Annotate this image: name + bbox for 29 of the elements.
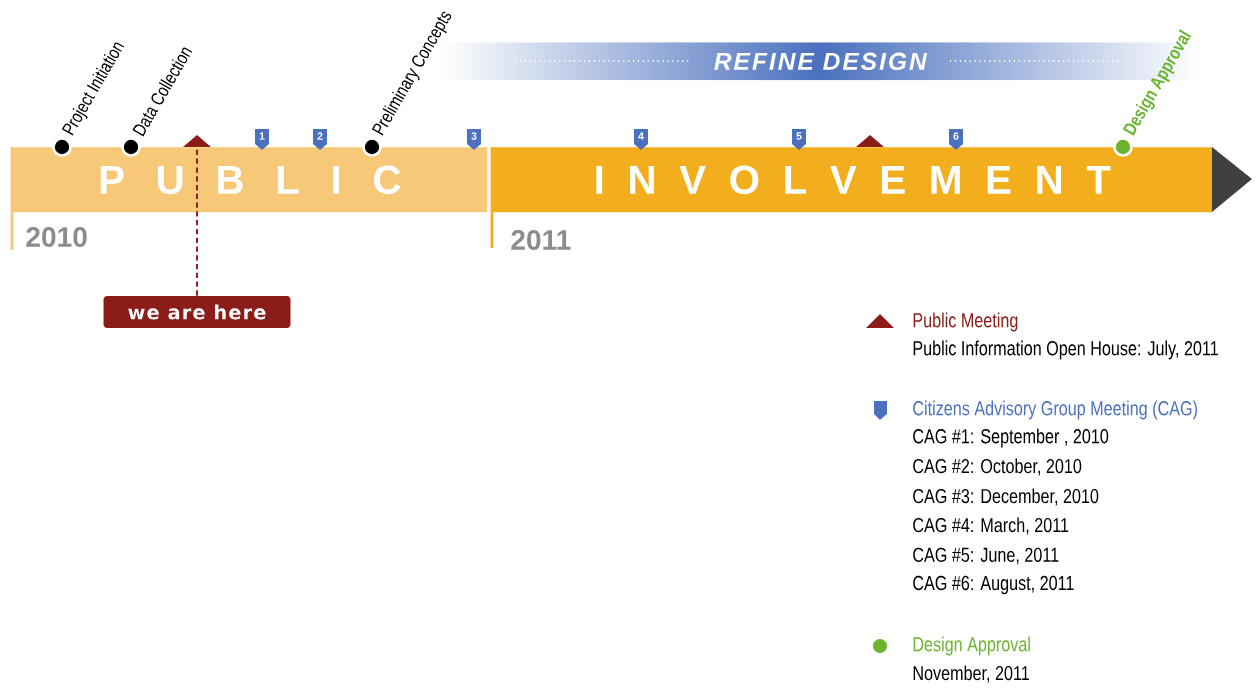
legend-note: CAG #1: September , 2010: [913, 428, 1109, 448]
meeting-flag: 6: [949, 129, 963, 150]
milestone-dot: [121, 137, 141, 157]
meeting-triangle: [856, 135, 884, 147]
meeting-flag: 2: [313, 129, 327, 150]
legend-label: Design Approval: [913, 636, 1030, 656]
timeline-band: P U B L I C: [12, 147, 488, 213]
meeting-flag: 1: [255, 129, 269, 150]
milestone-dot: [52, 137, 72, 157]
timeline-band: I N V O L V E M E N T: [492, 147, 1252, 213]
legend-note: CAG #5: June, 2011: [913, 547, 1059, 565]
legend-note: November, 2011: [913, 665, 1029, 683]
milestone-dot: [1113, 137, 1133, 157]
meeting-flag: 3: [467, 129, 481, 150]
location-tag: we are here: [103, 296, 291, 328]
refine-design-banner: REFINE DESIGN: [515, 52, 1120, 71]
legend-label: Public Meeting: [913, 312, 1018, 332]
year-label: 2011: [511, 230, 571, 250]
legend-note: CAG #2: October, 2010: [913, 458, 1082, 476]
legend-note: CAG #4: March, 2011: [913, 517, 1069, 535]
legend-note: Public Information Open House: July, 2011: [913, 340, 1218, 360]
legend-note: CAG #6: August, 2011: [913, 575, 1074, 595]
year-label: 2010: [26, 227, 87, 247]
meeting-triangle: [183, 135, 211, 147]
meeting-flag: 5: [792, 129, 806, 150]
legend-note: CAG #3: December, 2010: [913, 488, 1099, 506]
meeting-flag: 4: [634, 129, 648, 150]
legend-label: Citizens Advisory Group Meeting (CAG): [913, 400, 1197, 420]
milestone-dot: [362, 137, 382, 157]
